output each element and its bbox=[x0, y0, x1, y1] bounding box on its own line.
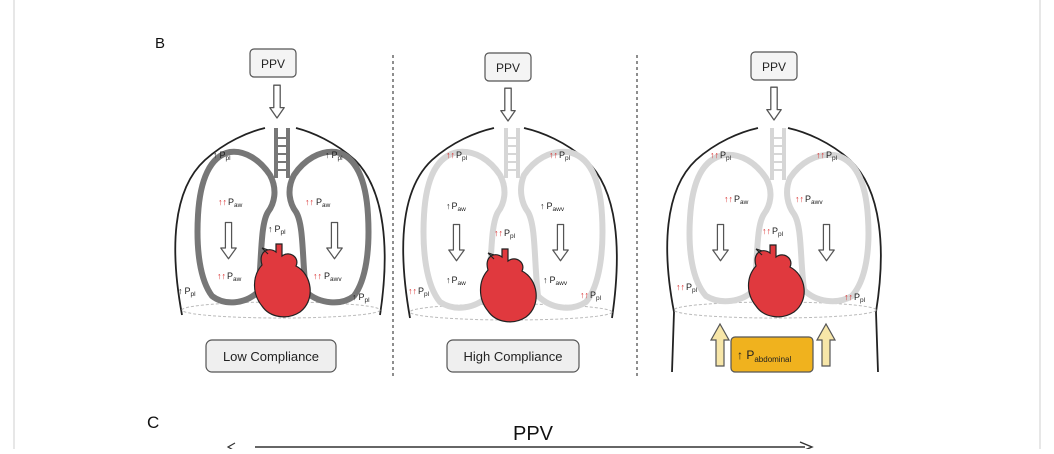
right-lung bbox=[286, 148, 372, 306]
label-pl-top-right: ↑↑Ppl bbox=[549, 150, 571, 162]
ppv-down-arrow bbox=[500, 87, 516, 122]
high-compliance-label: High Compliance bbox=[464, 349, 563, 364]
ppv-down-arrow bbox=[766, 86, 782, 121]
ppv-c-label: PPV bbox=[513, 423, 554, 445]
label-pl-heart: ↑↑Ppl bbox=[762, 226, 784, 238]
right-lung bbox=[784, 151, 872, 305]
label-pl-top-right: ↑Ppl bbox=[325, 150, 343, 162]
label-pl-bottom-left: ↑↑Ppl bbox=[676, 282, 698, 294]
panel-low-compliance: PPV ↑Ppl ↑Ppl ↑↑Paw ↑↑Paw ↑Ppl ↑↑Pa bbox=[174, 48, 386, 373]
ppv-label: PPV bbox=[261, 57, 285, 71]
right-lung-down-arrow bbox=[552, 223, 569, 262]
high-compliance-button[interactable]: High Compliance bbox=[446, 339, 580, 373]
abdominal-pressure-box: ↑ Pabdominal bbox=[730, 336, 814, 373]
diaphragm bbox=[181, 301, 381, 319]
right-lung bbox=[518, 148, 606, 311]
left-lung-down-arrow bbox=[712, 223, 729, 262]
label-pl-heart: ↑↑Ppl bbox=[494, 228, 516, 240]
low-compliance-button[interactable]: Low Compliance bbox=[205, 339, 337, 373]
left-lung-down-arrow bbox=[220, 221, 237, 260]
label-pl-bottom-right: ↑↑Ppl bbox=[844, 292, 866, 304]
ppv-down-arrow bbox=[269, 84, 285, 119]
ppv-box: PPV bbox=[249, 48, 297, 78]
chest-wall-left bbox=[666, 127, 759, 313]
label-pl-heart: ↑Ppl bbox=[268, 224, 286, 236]
panel-high-compliance: PPV ↑↑Ppl ↑↑Ppl ↑Paw ↑Pawv ↑↑Ppl ↑Paw ↑P… bbox=[402, 52, 618, 373]
heart-icon bbox=[253, 243, 311, 318]
label-pl-top-left: ↑Ppl bbox=[213, 150, 231, 162]
label-awv-upper-right: ↑↑Pawv bbox=[795, 194, 823, 206]
ppv-c-left-arrowhead bbox=[226, 442, 236, 452]
label-aw-upper-left: ↑↑Paw bbox=[724, 194, 749, 206]
label-awv-lower-right: ↑↑Pawv bbox=[313, 271, 342, 283]
trachea-rings bbox=[506, 137, 518, 171]
heart-icon bbox=[747, 244, 805, 318]
label-pl-bottom-right: ↑↑Ppl bbox=[580, 290, 602, 302]
left-lung bbox=[686, 151, 774, 305]
label-aw-upper-right: ↑↑Paw bbox=[305, 197, 331, 209]
left-lung-down-arrow bbox=[448, 223, 465, 262]
label-pl-top-left: ↑↑Ppl bbox=[446, 150, 468, 162]
label-pl-bottom-left: ↑↑Ppl bbox=[408, 286, 430, 298]
label-aw-lower-left: ↑Paw bbox=[446, 275, 466, 287]
ppv-c-arrowhead bbox=[799, 441, 814, 453]
chest-wall-left bbox=[402, 127, 495, 319]
abdominal-up-arrow-right bbox=[815, 322, 837, 367]
label-awv-upper-right: ↑Pawv bbox=[540, 201, 565, 213]
abdominal-wall bbox=[671, 311, 879, 373]
label-aw-lower-left: ↑↑Paw bbox=[217, 271, 242, 283]
section-c: PPV bbox=[226, 423, 814, 453]
label-pl-top-right: ↑↑Ppl bbox=[816, 150, 838, 162]
trachea-rings bbox=[772, 137, 784, 171]
label-pl-bottom-right: ↑Ppl bbox=[352, 292, 370, 304]
abdominal-up-arrow-left bbox=[709, 322, 731, 367]
left-lung bbox=[420, 148, 508, 311]
abdominal-pressure-label: ↑ Pabdominal bbox=[737, 348, 791, 364]
label-pl-bottom-left: ↑Ppl bbox=[178, 286, 196, 298]
right-lung-down-arrow bbox=[818, 223, 835, 262]
ppv-box: PPV bbox=[750, 51, 798, 81]
section-b-label: B bbox=[155, 35, 165, 52]
section-c-label: C bbox=[147, 413, 159, 432]
label-pl-top-left: ↑↑Ppl bbox=[710, 150, 732, 162]
trachea-rings bbox=[276, 137, 288, 171]
label-aw-upper-left: ↑Paw bbox=[446, 201, 466, 213]
panel-abdominal-pressure: PPV ↑↑Ppl ↑↑Ppl ↑↑Paw ↑↑Pawv ↑↑Ppl ↑↑Ppl bbox=[666, 51, 882, 373]
heart-icon bbox=[479, 248, 537, 323]
ppv-label: PPV bbox=[762, 60, 786, 74]
chest-wall-left bbox=[174, 127, 266, 316]
label-aw-upper-left: ↑↑Paw bbox=[218, 197, 243, 209]
right-lung-down-arrow bbox=[326, 221, 343, 260]
ppv-box: PPV bbox=[484, 52, 532, 82]
ppv-label: PPV bbox=[496, 61, 520, 75]
left-lung bbox=[194, 148, 278, 306]
low-compliance-label: Low Compliance bbox=[223, 349, 319, 364]
label-awv-lower-right: ↑Pawv bbox=[543, 275, 568, 287]
chest-wall-right bbox=[295, 127, 386, 316]
